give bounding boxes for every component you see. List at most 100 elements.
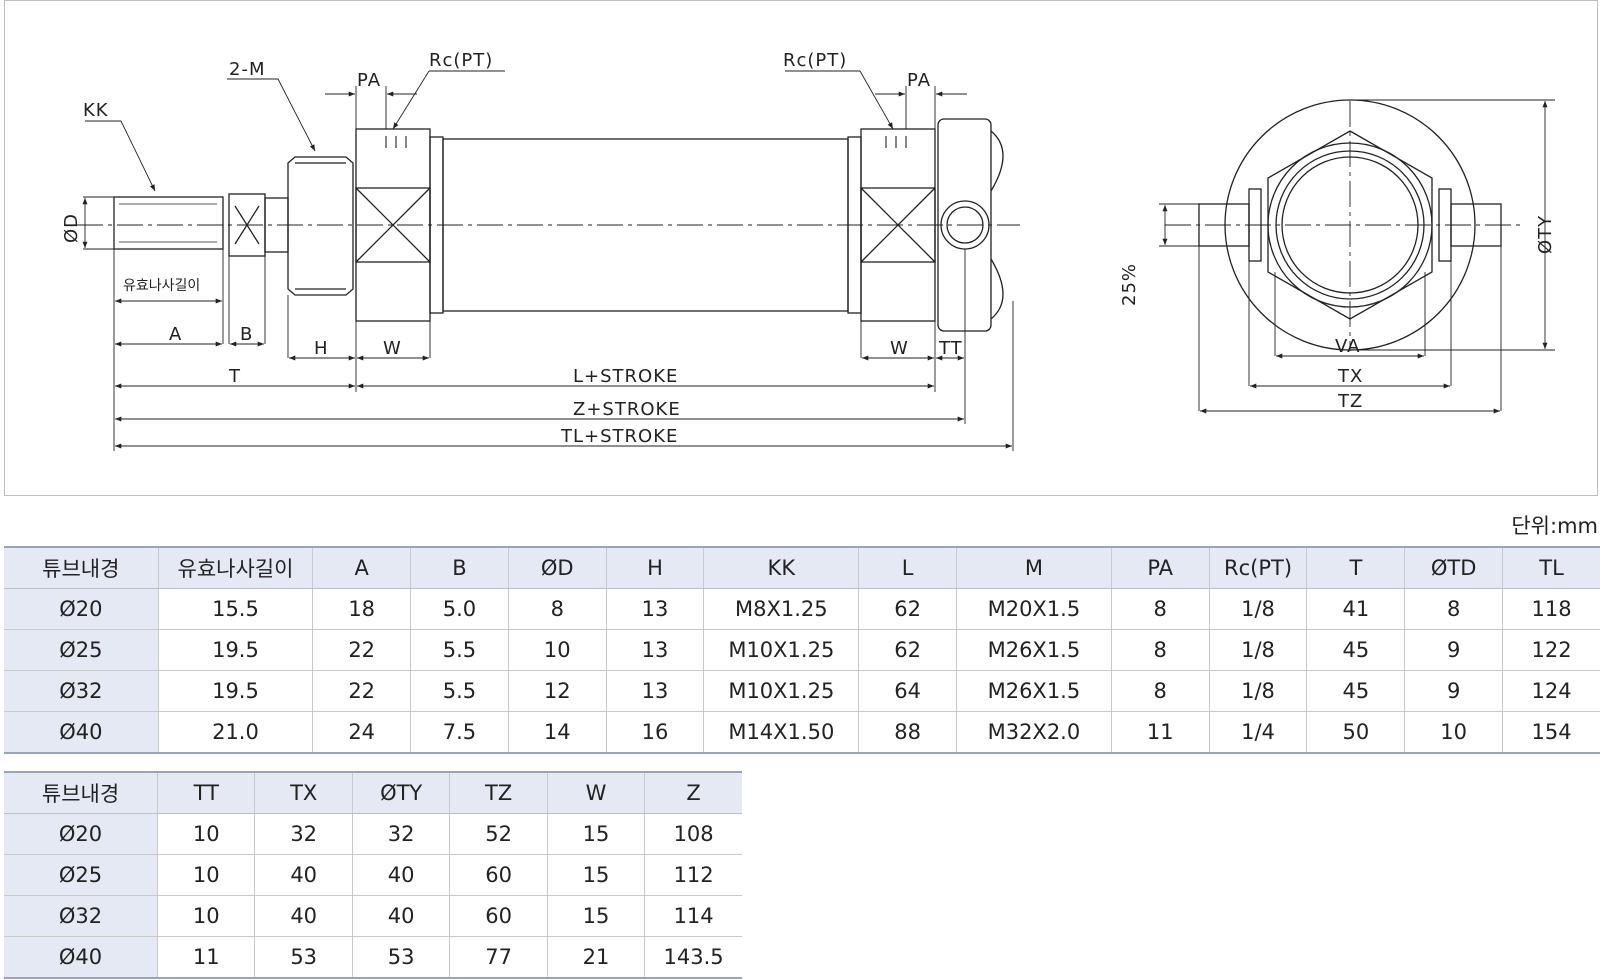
row-header-cell: Ø32	[4, 895, 159, 937]
label-tl-stroke: TL+STROKE	[560, 426, 678, 447]
table-cell: M26X1.5	[956, 670, 1112, 712]
table-cell: 13	[606, 629, 705, 671]
table-cell: 12	[508, 670, 607, 712]
column-header: ØTD	[1404, 546, 1504, 589]
label-pa-left: PA	[357, 70, 381, 91]
table-cell: 8	[1111, 670, 1210, 712]
table-cell: 9	[1404, 629, 1504, 671]
end-view	[1159, 99, 1555, 414]
table-cell: 24	[312, 711, 412, 754]
table-cell: 14	[508, 711, 607, 754]
label-25-percent: 25%	[1119, 263, 1140, 306]
table-cell: 64	[858, 670, 958, 712]
column-header: L	[858, 546, 958, 589]
table-cell: M32X2.0	[956, 711, 1112, 754]
cylinder-drawing-svg: KK 2-M PA Rc(PT) Rc(PT) PA ØD 유효나사길이 A B…	[61, 50, 1556, 451]
table-cell: 60	[449, 854, 548, 896]
technical-drawing: KK 2-M PA Rc(PT) Rc(PT) PA ØD 유효나사길이 A B…	[4, 0, 1598, 496]
table-cell: 10	[1404, 711, 1504, 754]
table-cell: 53	[352, 936, 451, 979]
table-cell: 1/8	[1209, 670, 1308, 712]
label-pa-right: PA	[907, 70, 931, 91]
column-header: 유효나사길이	[158, 546, 314, 589]
row-header-cell: Ø40	[4, 936, 159, 979]
table-cell: 108	[644, 813, 742, 855]
table-cell: 88	[858, 711, 958, 754]
table-cell: 124	[1502, 670, 1600, 712]
table-cell: 45	[1306, 629, 1406, 671]
table-cell: 8	[1111, 588, 1210, 630]
table-cell: 11	[1111, 711, 1210, 754]
label-oty: ØTY	[1535, 215, 1556, 254]
column-header: PA	[1111, 546, 1210, 589]
unit-label: 단위:mm	[1511, 514, 1598, 538]
label-w-right: W	[890, 338, 909, 359]
label-h: H	[314, 338, 329, 359]
table-cell: 114	[644, 895, 742, 937]
table-cell: 5.5	[410, 670, 509, 712]
table-cell: 1/8	[1209, 629, 1308, 671]
column-header: M	[956, 546, 1112, 589]
column-header: Z	[644, 771, 742, 814]
table-cell: 62	[858, 629, 958, 671]
table-cell: 16	[606, 711, 705, 754]
table-cell: 10	[157, 813, 256, 855]
row-header-cell: Ø20	[4, 813, 159, 855]
label-b: B	[240, 324, 253, 345]
drawing-labels: KK 2-M PA Rc(PT) Rc(PT) PA ØD 유효나사길이 A B…	[61, 50, 1556, 447]
label-va: VA	[1335, 336, 1360, 357]
table-cell: 5.0	[410, 588, 509, 630]
column-header: W	[547, 771, 646, 814]
row-header-cell: Ø32	[4, 670, 159, 712]
table-cell: 40	[254, 895, 353, 937]
table-cell: M8X1.25	[703, 588, 860, 630]
table-cell: 77	[449, 936, 548, 979]
table-cell: 60	[449, 895, 548, 937]
column-header: T	[1306, 546, 1406, 589]
table-cell: 10	[508, 629, 607, 671]
column-header: ØD	[508, 546, 607, 589]
table-cell: 32	[352, 813, 451, 855]
column-header: A	[312, 546, 412, 589]
column-header: TZ	[449, 771, 548, 814]
column-header: B	[410, 546, 509, 589]
column-header: Rc(PT)	[1209, 546, 1308, 589]
label-a: A	[169, 324, 182, 345]
label-tx: TX	[1337, 366, 1363, 387]
column-header: ØTY	[352, 771, 451, 814]
table-cell: 40	[352, 895, 451, 937]
table-cell: 10	[157, 854, 256, 896]
table-cell: M10X1.25	[703, 670, 860, 712]
table-cell: 40	[352, 854, 451, 896]
table-cell: 13	[606, 670, 705, 712]
table-cell: 143.5	[644, 936, 742, 979]
column-header: TL	[1502, 546, 1600, 589]
column-header: H	[606, 546, 705, 589]
label-tt: TT	[938, 338, 963, 359]
label-rc-right: Rc(PT)	[783, 50, 847, 71]
table-cell: 11	[157, 936, 256, 979]
label-z-stroke: Z+STROKE	[573, 399, 681, 420]
table-cell: 122	[1502, 629, 1600, 671]
table-cell: 154	[1502, 711, 1600, 754]
row-header-cell: Ø25	[4, 629, 159, 671]
table-cell: 8	[508, 588, 607, 630]
table-cell: 21	[547, 936, 646, 979]
label-kk: KK	[83, 100, 109, 121]
table-cell: 45	[1306, 670, 1406, 712]
table-cell: 7.5	[410, 711, 509, 754]
row-header-cell: Ø20	[4, 588, 159, 630]
table-cell: M10X1.25	[703, 629, 860, 671]
table-cell: 112	[644, 854, 742, 896]
table-cell: 118	[1502, 588, 1600, 630]
